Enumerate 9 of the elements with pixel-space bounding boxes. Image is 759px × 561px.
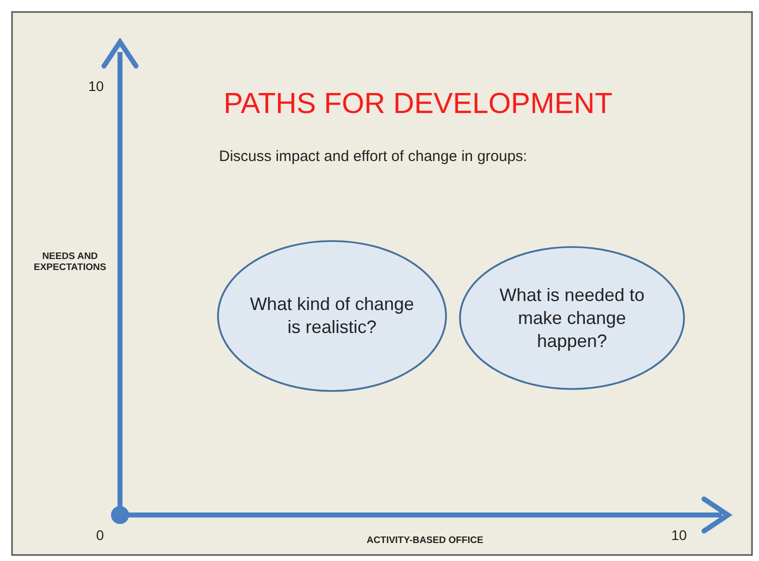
oval-text: What is needed to make change happen?	[498, 284, 646, 352]
axis-label: ACTIVITY-BASED OFFICE	[366, 535, 484, 546]
axis-tick-label: 10	[87, 78, 105, 94]
axis-tick-label: 0	[95, 527, 105, 543]
subtitle: Discuss impact and effort of change in groups:	[219, 148, 528, 165]
oval-text: What kind of change is realistic?	[248, 293, 416, 339]
title: PATHS FOR DEVELOPMENT	[222, 88, 614, 121]
axis-label: NEEDS AND EXPECTATIONS	[32, 251, 108, 273]
axis-tick-label: 10	[670, 527, 688, 543]
